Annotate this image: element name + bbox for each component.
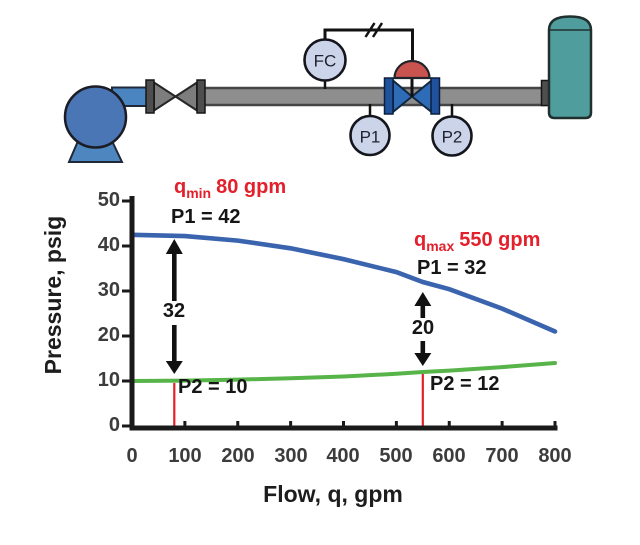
qmin-arrow-down-head	[165, 361, 183, 374]
qmax-arrow-up-head	[414, 292, 432, 306]
p1-gauge-label: P1	[360, 128, 381, 147]
control-valve-right-wedge	[411, 79, 433, 113]
p1-gauge-bubble	[349, 114, 391, 157]
flow-controller-bubble	[303, 38, 347, 82]
x-tick-label-500: 500	[379, 445, 413, 467]
guide-lines-layer	[173, 374, 424, 430]
tank-body	[547, 15, 593, 120]
pump-body	[63, 85, 128, 149]
main-pipe	[197, 86, 548, 107]
x-tick-label-0: 0	[126, 445, 138, 467]
p2-gauge-label: P2	[442, 128, 463, 147]
pressure-drop-qmax-label: 20	[411, 317, 435, 339]
qmin-subscript: min	[186, 185, 212, 201]
x-tick-label-400: 400	[326, 445, 360, 467]
y-tick-label-30: 30	[97, 279, 120, 301]
y-tick-label-50: 50	[97, 189, 120, 211]
manual-valve-right-flange	[196, 79, 206, 114]
piping-diagram: FC P1 P2	[63, 15, 593, 163]
qmin-symbol: q	[174, 176, 187, 198]
p1-at-qmax-label: P1 = 32	[417, 257, 487, 279]
p1-at-qmin-label: P1 = 42	[171, 206, 241, 228]
y-tick-label-40: 40	[97, 234, 120, 256]
manual-valve-left-flange	[145, 79, 155, 114]
pressure-drop-arrows-layer	[165, 239, 432, 374]
manual-valve-right-wedge	[174, 81, 198, 112]
qmin-arrow-up-head	[165, 239, 183, 254]
p2-system-curve	[130, 361, 557, 383]
control-valve-right-flange	[430, 77, 441, 115]
y-axis-title: Pressure, psig	[39, 215, 66, 375]
p1-pump-curve	[129, 232, 558, 334]
p2-gauge-bubble	[431, 115, 473, 157]
qmax-value: 550 gpm	[459, 229, 541, 251]
control-valve-left-wedge	[392, 79, 413, 113]
manual-valve-left-wedge	[153, 81, 177, 112]
p2-at-qmin-label: P2 = 10	[178, 376, 248, 398]
x-tick-label-300: 300	[274, 445, 308, 467]
x-tick-label-800: 800	[538, 445, 572, 467]
p2-at-qmax-label: P2 = 12	[430, 373, 500, 395]
x-tick-label-700: 700	[485, 445, 519, 467]
signal-break-slash-2	[371, 22, 384, 38]
qmax-symbol: q	[414, 229, 427, 251]
qmax-subscript: max	[426, 238, 455, 254]
valve-actuator-dome	[393, 59, 431, 80]
pressure-drop-qmin-label: 32	[162, 300, 186, 322]
control-valve-left-flange	[383, 77, 394, 115]
flow-controller-label: FC	[314, 52, 337, 71]
signal-break-slash-1	[364, 22, 376, 38]
x-axis-title: Flow, q, gpm	[263, 481, 403, 507]
y-tick-label-10: 10	[97, 369, 120, 391]
y-tick-label-0: 0	[108, 414, 120, 436]
pressure-flow-chart	[122, 196, 558, 431]
qmin-value: 80 gpm	[216, 176, 287, 198]
y-tick-label-20: 20	[97, 324, 120, 346]
x-tick-label-200: 200	[221, 445, 255, 467]
x-tick-label-100: 100	[168, 445, 202, 467]
x-tick-label-600: 600	[432, 445, 466, 467]
qmax-arrow-down-head	[414, 353, 432, 366]
